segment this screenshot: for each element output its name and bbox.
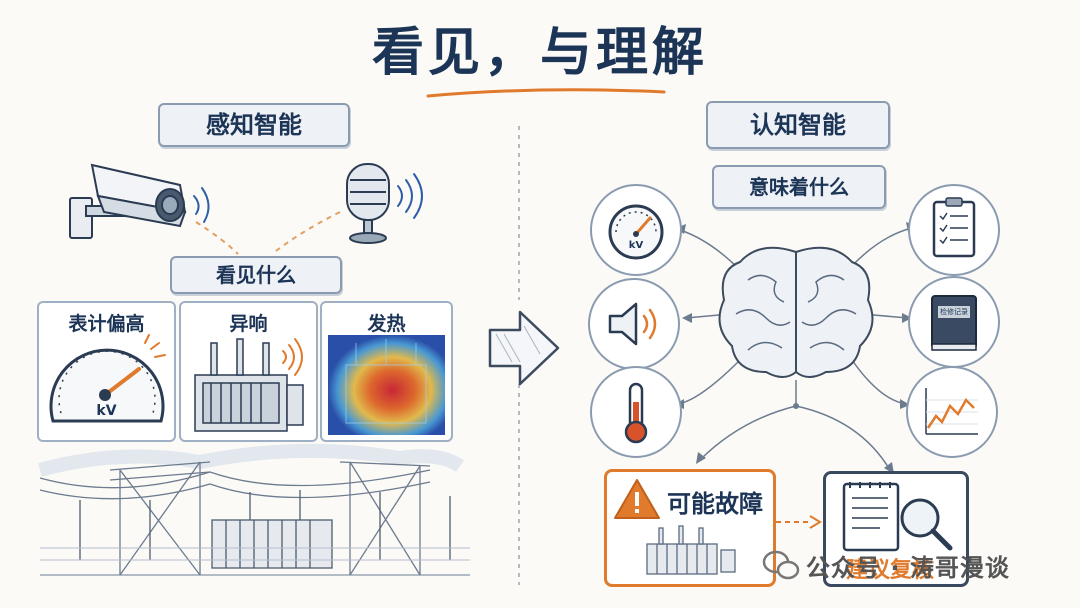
trend-chart-icon <box>925 388 978 435</box>
clipboard-checklist-icon <box>932 197 976 258</box>
maintenance-log-book-icon <box>931 295 977 351</box>
transformer-icon <box>194 338 304 432</box>
card-label: 异响 <box>229 313 268 335</box>
review-label: 建议复核 <box>846 558 935 583</box>
document-magnifier-icon <box>842 482 953 552</box>
trend-chart-circle <box>906 366 998 458</box>
card-overheating: 发热 <box>320 301 453 442</box>
thermal-image <box>328 335 445 435</box>
card-label: 表计偏高 <box>68 313 145 335</box>
thermometer-circle <box>590 366 682 458</box>
perception-subheader: 看见什么 <box>170 256 342 294</box>
page-title: 看见，与理解 <box>371 22 708 83</box>
card-label: 发热 <box>367 313 406 335</box>
perception-header: 感知智能 <box>158 103 350 147</box>
checklist-circle <box>908 184 1000 276</box>
cognition-subheader: 意味着什么 <box>712 165 886 209</box>
review-box: 建议复核 <box>823 471 969 587</box>
gauge-icon <box>49 334 166 423</box>
speaker-icon <box>608 302 657 346</box>
gauge-icon <box>608 204 664 260</box>
thermometer-icon <box>624 382 648 444</box>
gauge-unit: kV <box>628 240 644 251</box>
warning-icon <box>614 479 660 519</box>
gauge-circle: kV <box>590 184 682 276</box>
book-circle: 检修记录 <box>908 276 1000 368</box>
gauge-unit: kV <box>96 403 117 419</box>
card-abnormal-noise: 异响 <box>179 301 318 442</box>
possible-fault-label: 可能故障 <box>667 490 763 518</box>
cognition-header: 认知智能 <box>706 101 890 149</box>
possible-fault-box: 可能故障 <box>604 469 776 587</box>
card-meter-high: 表计偏高 kV <box>37 301 176 442</box>
watermark: 公众号 · 涛哥漫谈 <box>806 554 1010 582</box>
book-label: 检修记录 <box>940 308 968 316</box>
transformer-icon <box>646 525 736 575</box>
